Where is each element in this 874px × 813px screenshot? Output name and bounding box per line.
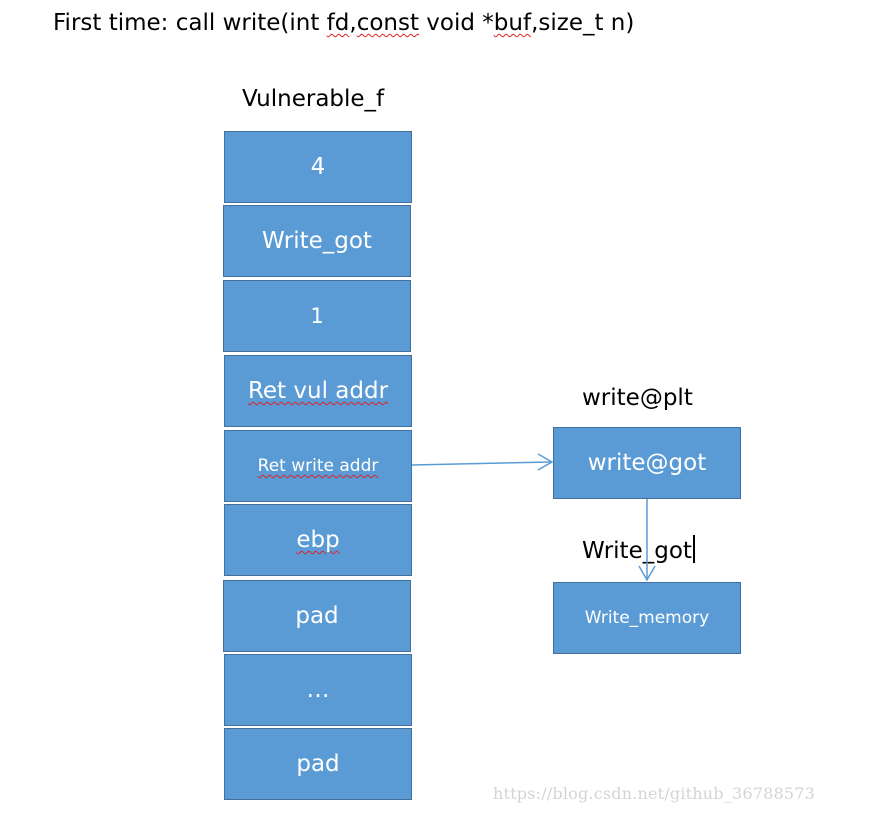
stack-cell-ellipsis: … bbox=[224, 654, 412, 726]
stack-cell-pad-bottom: pad bbox=[224, 728, 412, 800]
write-got-box: write@got bbox=[553, 427, 741, 499]
stack-label: Vulnerable_f bbox=[242, 86, 385, 112]
watermark-url: https://blog.csdn.net/github_36788573 bbox=[493, 784, 815, 803]
stack-cell-ret-vul: Ret vul addr bbox=[224, 355, 412, 427]
write-memory-box: Write_memory bbox=[553, 582, 741, 654]
title-fd: fd bbox=[326, 10, 350, 36]
diagram-title: First time: call write(int fd,const void… bbox=[53, 10, 634, 36]
title-sep: , bbox=[349, 10, 357, 36]
plt-label: write@plt bbox=[582, 385, 693, 411]
stack-cell-arg-fd: 1 bbox=[223, 280, 411, 352]
title-const: const bbox=[356, 10, 419, 36]
arrow-got-to-memory-head bbox=[638, 565, 656, 582]
title-suffix: ,size_t n) bbox=[531, 10, 635, 36]
title-buf: buf bbox=[493, 10, 532, 36]
title-prefix: First time: call write(int bbox=[53, 10, 327, 36]
arrow-ret-to-got-head bbox=[537, 453, 554, 471]
arrow-ret-to-got-line bbox=[411, 461, 552, 466]
title-mid: void * bbox=[418, 10, 494, 36]
stack-cell-arg-n: 4 bbox=[224, 131, 412, 203]
stack-cell-ebp: ebp bbox=[224, 504, 412, 576]
stack-cell-pad: pad bbox=[223, 580, 411, 652]
got-label: Write_got bbox=[582, 535, 695, 564]
text-cursor bbox=[692, 535, 695, 563]
stack-cell-ret-write: Ret write addr bbox=[224, 430, 412, 502]
stack-cell-arg-buf: Write_got bbox=[223, 205, 411, 277]
got-label-text: Write_got bbox=[582, 538, 692, 564]
plt-label-text: write@plt bbox=[582, 385, 693, 411]
